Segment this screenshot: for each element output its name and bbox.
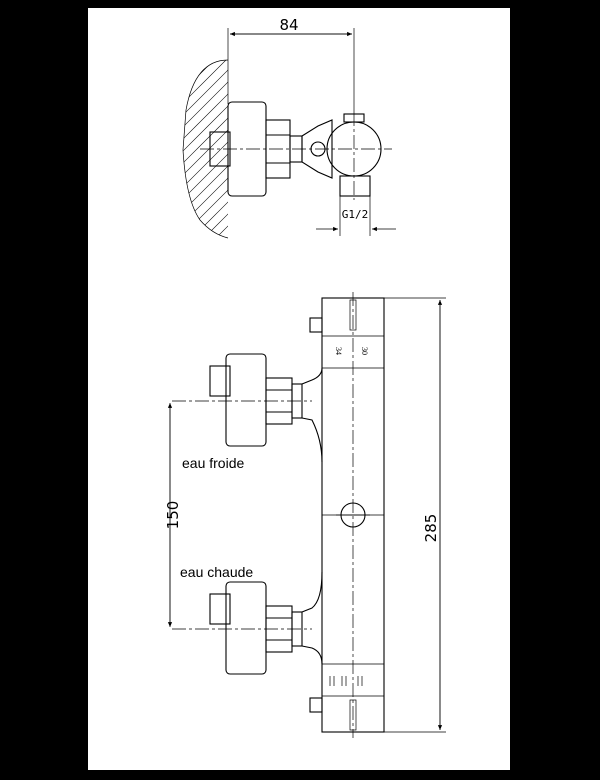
wall-section — [182, 59, 229, 239]
width-dimension: 84 — [279, 16, 298, 34]
thread-size-label: G1/2 — [342, 208, 369, 221]
front-view: 34 30 — [164, 292, 446, 738]
cold-inlet — [172, 353, 323, 463]
cold-water-label: eau froide — [182, 455, 244, 471]
scale-marking-a: 34 — [334, 347, 343, 355]
scale-marking-b: 30 — [360, 347, 369, 355]
hot-inlet — [172, 571, 323, 675]
top-view: 84 G1/2 — [182, 16, 396, 239]
height-dimension: 285 — [422, 514, 440, 543]
hot-water-label: eau chaude — [180, 564, 253, 580]
spacing-dimension: 150 — [164, 501, 182, 530]
